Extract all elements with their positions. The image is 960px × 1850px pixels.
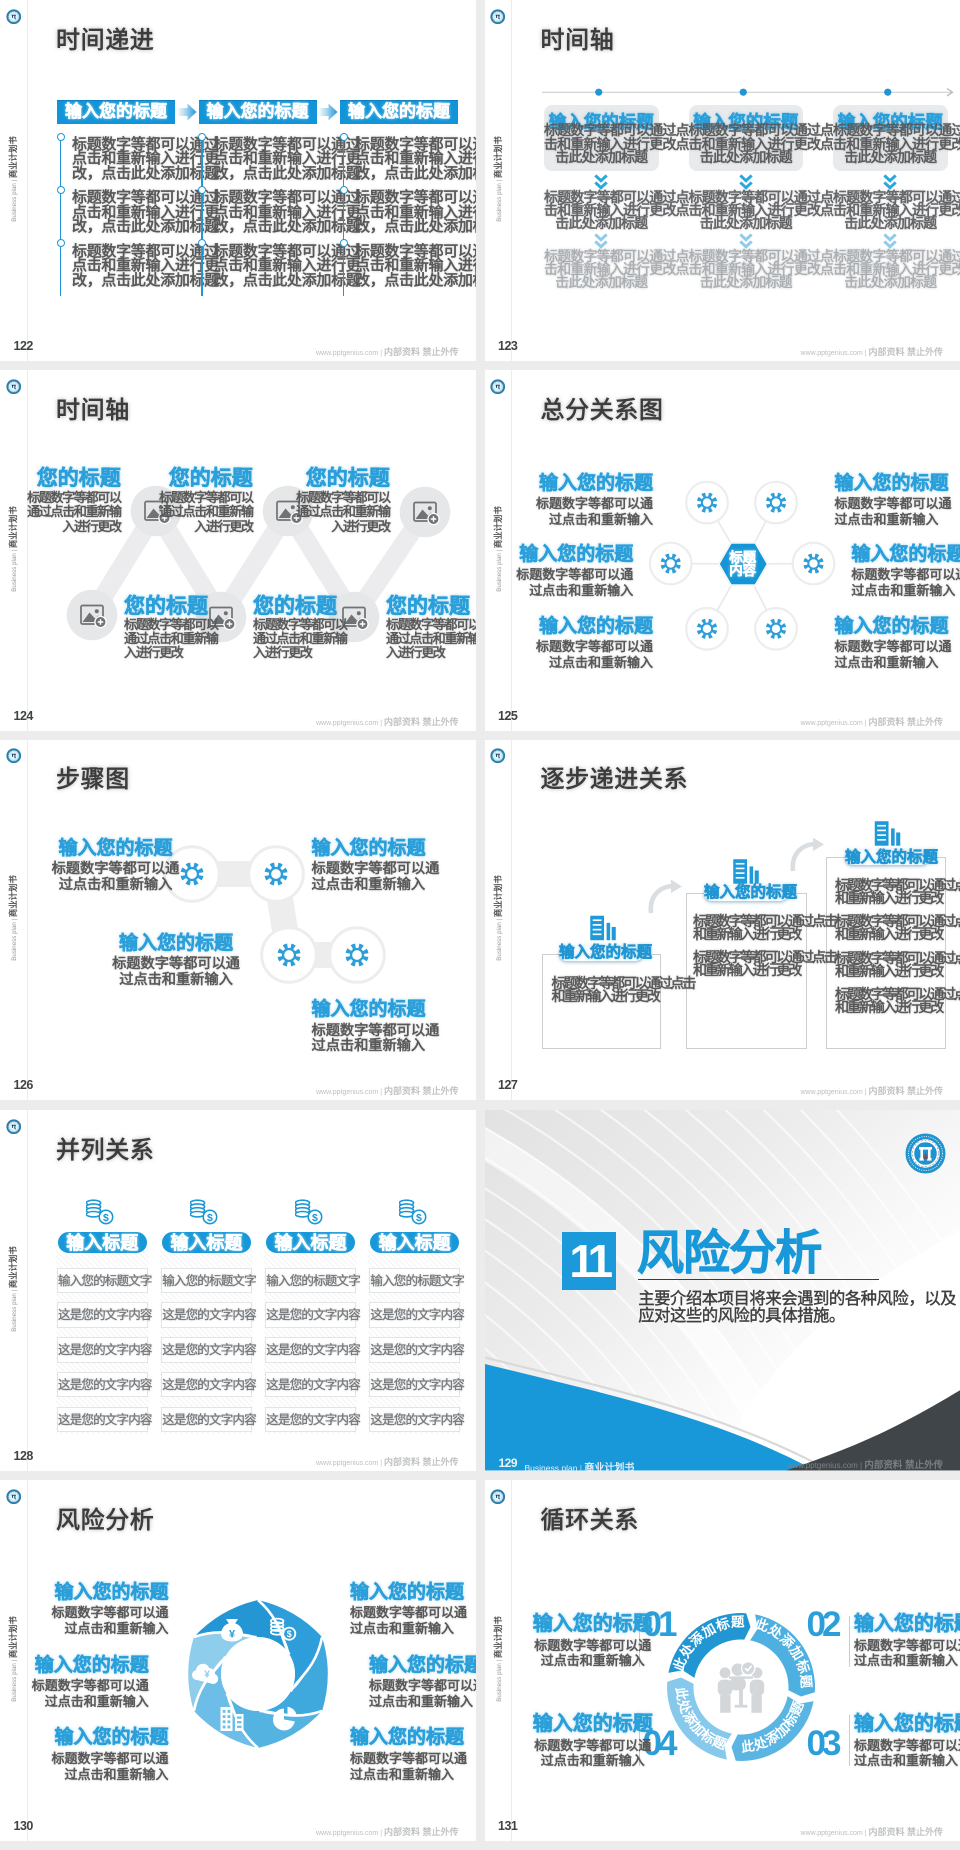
svg-text:¥: ¥ bbox=[229, 1628, 236, 1640]
svg-text:$: $ bbox=[103, 1212, 109, 1224]
svg-text:¥: ¥ bbox=[204, 1669, 210, 1680]
svg-text:$: $ bbox=[416, 1212, 422, 1224]
svg-text:$: $ bbox=[312, 1212, 318, 1224]
svg-text:$: $ bbox=[207, 1212, 213, 1224]
svg-text:$: $ bbox=[287, 1629, 292, 1639]
